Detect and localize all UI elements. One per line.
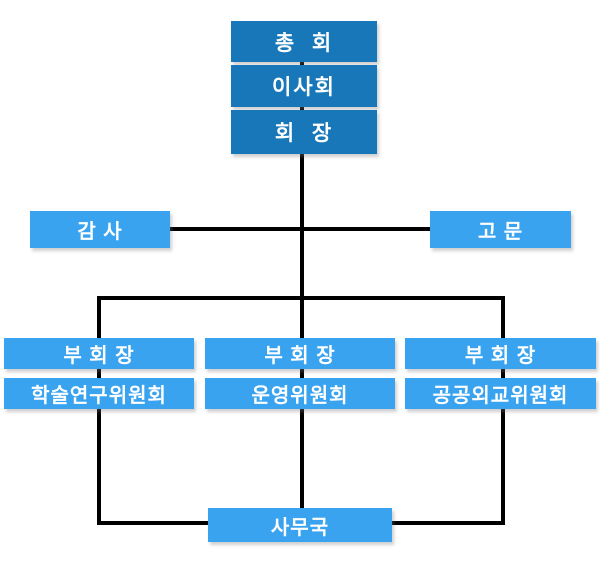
connector-bottom-right: [392, 521, 505, 525]
node-board-of-directors: 이사회: [231, 65, 377, 107]
node-secretariat: 사무국: [208, 508, 392, 542]
node-auditor: 감 사: [30, 211, 170, 248]
node-vice-president-right: 부 회 장: [405, 338, 596, 369]
node-advisor: 고 문: [430, 211, 571, 248]
node-president: 회 장: [231, 110, 377, 154]
node-academic-research-committee: 학술연구위원회: [4, 378, 194, 409]
node-operations-committee: 운영위원회: [205, 378, 395, 409]
connector-auditor-advisor: [168, 227, 432, 231]
node-general-assembly: 총 회: [231, 21, 377, 62]
connector-right-vertical: [501, 296, 505, 525]
node-vice-president-middle: 부 회 장: [205, 338, 395, 369]
node-vice-president-left: 부 회 장: [4, 338, 194, 369]
connector-branch-horizontal: [97, 296, 505, 300]
node-public-diplomacy-committee: 공공외교위원회: [405, 378, 596, 409]
connector-bottom-left: [97, 521, 208, 525]
connector-center-vertical: [300, 30, 304, 508]
connector-left-vertical: [97, 296, 101, 525]
